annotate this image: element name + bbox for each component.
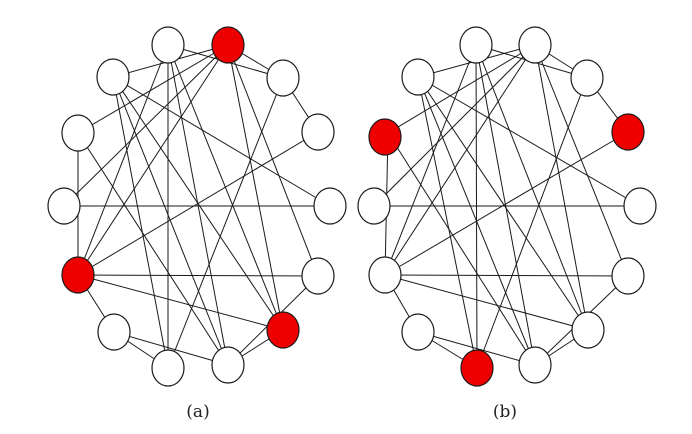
panel-b-node-highlighted (460, 349, 494, 387)
panel-a-edge (77, 44, 169, 276)
panel-a-node (151, 26, 185, 64)
panel-a-node (96, 58, 130, 96)
panel-b-graph (357, 26, 657, 387)
panel-b-edge (387, 44, 536, 134)
panel-a-node (301, 257, 335, 295)
panel-b-node (368, 256, 402, 294)
panel-a-node-highlighted (211, 26, 245, 64)
panel-b-edge (417, 331, 536, 366)
panel-b-edge (384, 131, 629, 276)
panel-a-node (266, 59, 300, 97)
panel-a-label: (a) (186, 402, 209, 422)
panel-b-edge (417, 76, 589, 331)
panel-b-edges (373, 44, 641, 369)
panel-a-edge (227, 44, 319, 277)
panel-a-edge (77, 132, 229, 366)
panel-a-node (313, 187, 347, 225)
panel-a-node (211, 346, 245, 384)
panel-a-edge (112, 76, 331, 207)
panel-b-edge (387, 132, 536, 366)
panel-b-node (611, 257, 645, 295)
panel-a-node (151, 349, 185, 387)
panel-a-edge (77, 274, 284, 331)
panel-b-node (401, 58, 435, 96)
panel-a-edge (227, 44, 284, 331)
panel-a-edge (112, 76, 169, 369)
panel-a-edge (77, 44, 229, 276)
panel-b-edge (417, 76, 641, 207)
panel-b-node (570, 59, 604, 97)
panel-b-node-highlighted (611, 113, 645, 151)
panel-b-edge (534, 44, 629, 277)
panel-b-node-highlighted (368, 118, 402, 156)
panel-a-edge (112, 76, 229, 366)
panel-a-edge (113, 331, 229, 366)
panel-b-edge (534, 44, 589, 331)
panel-a-edge (112, 76, 284, 331)
panel-b-node (518, 346, 552, 384)
panel-b-node (357, 187, 391, 225)
panel-a-graph (47, 26, 347, 387)
panel-a-node-highlighted (266, 311, 300, 349)
panel-a-nodes (47, 26, 347, 387)
panel-b-edge (476, 77, 588, 369)
panel-a-node-highlighted (61, 256, 95, 294)
panel-a-node (61, 114, 95, 152)
panel-b-edge (417, 76, 478, 369)
panel-a-edge (167, 44, 229, 366)
panel-b-node (623, 187, 657, 225)
panel-a-edge (167, 77, 284, 369)
panel-b-edge (384, 274, 629, 277)
panel-b-edge (384, 274, 589, 331)
panel-b-label: (b) (493, 402, 517, 422)
panel-b-edge (373, 44, 536, 207)
panel-b-edge (417, 76, 536, 366)
panel-b-edge (475, 44, 536, 366)
panel-a-edge (77, 44, 229, 134)
panel-a-node (47, 187, 81, 225)
panel-b-edge (384, 44, 536, 276)
panel-b-edge (475, 44, 589, 331)
panel-b-nodes (357, 26, 657, 387)
panel-b-node (401, 313, 435, 351)
panel-a-node (97, 313, 131, 351)
panel-a-edge (77, 274, 319, 277)
panel-b-node (571, 311, 605, 349)
panel-a-node (301, 113, 335, 151)
panel-b-node (518, 26, 552, 64)
panel-b-edge (384, 44, 477, 276)
panel-b-node (459, 26, 493, 64)
